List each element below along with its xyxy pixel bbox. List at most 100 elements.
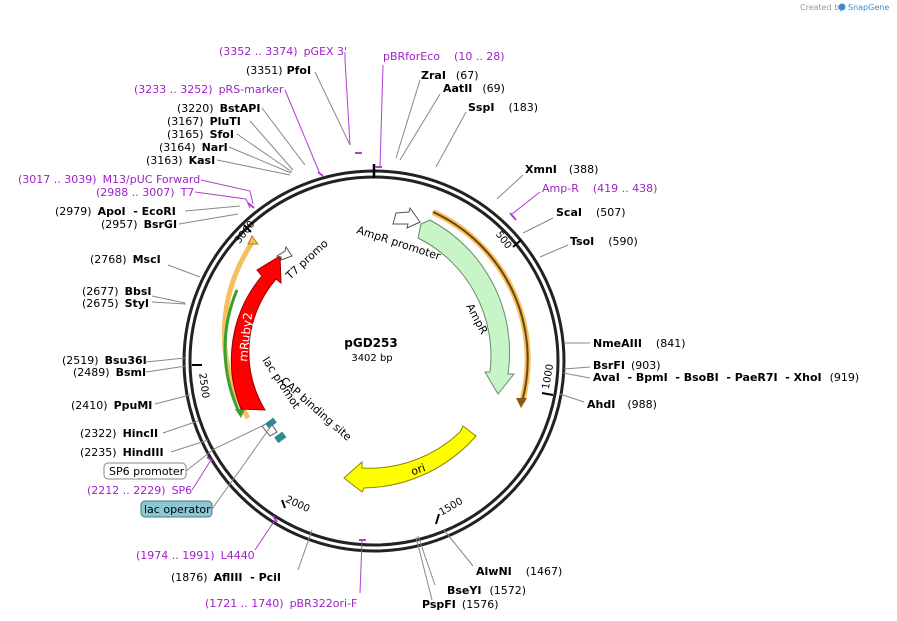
site-bsrfi: BsrFI(903) [593,359,661,372]
amp-r-arc-arrowhead [516,398,527,408]
site-bseyi: BseYI(1572) [447,584,526,597]
primer-t7: (2988 .. 3007)T7 [96,186,194,199]
leader-sp6-promoter [185,423,267,472]
primer-pbrforeco: pBRforEco(10 .. 28) [383,50,505,63]
primer-tick-m13 [247,202,255,209]
primer-pbr322ori-f: (1721 .. 1740)pBR322ori-F [205,597,357,610]
plasmid-length: 3402 bp [351,353,392,364]
tick-1000: 1000 [541,363,556,390]
site-bstapi: (3220)BstAPI [177,102,260,115]
ori-label: ori [409,461,427,478]
tick-2000-mark [281,499,286,509]
primer-pgex: (3352 .. 3374)pGEX 3' [219,45,347,58]
primer-prs-marker: (3233 .. 3252)pRS-marker [134,83,284,96]
leader-alwni [443,529,474,567]
site-pspfi: PspFI(1576) [422,598,498,611]
plasmid-name: pGD253 [344,336,397,350]
leader-sspi [435,111,467,168]
leader-kasi [216,159,291,176]
ori-feature-arrow [343,425,477,493]
leader-l4440 [254,519,276,551]
leader-ecori [184,205,241,212]
site-scai: ScaI(507) [556,206,626,219]
site-styi: (2675)StyI [82,297,149,310]
leader-hincii [162,420,199,434]
snapgene-brand: Created by SnapGene [800,3,889,12]
leader-sfoi [236,133,293,173]
site-avai-group: AvaI - BpmI - BsoBI - PaeR7I - XhoI(919) [593,371,859,384]
primer-sp6: (2212 .. 2229)SP6 [87,484,192,497]
leader-scai [522,217,554,234]
site-ppumi: (2410)PpuMI [71,399,152,412]
site-xmni: XmnI(388) [525,163,598,176]
leader-tsoi [539,244,569,258]
cap-binding-label: CAP binding site [278,374,354,443]
primer-tick-ampr [509,212,517,221]
amp-r-primer-arc-core [432,211,529,403]
leader-pluti [249,120,294,171]
t7-promoter-arrow [275,245,293,261]
site-hincii: (2322)HincII [80,427,158,440]
leader-prs [284,89,321,175]
tick-500-mark [512,239,522,248]
site-pluti: (3167)PluTI [167,115,241,128]
leader-msci [167,264,201,278]
leader-bsmi [145,365,187,373]
tick-1500: 1500 [437,496,465,518]
site-bbsi: (2677)BbsI [82,285,151,298]
green-primer-arrowhead [235,409,245,418]
lac-operator-label: lac operator [144,503,211,516]
site-pfoi: (3351)PfoI [246,64,311,77]
brand-name: SnapGene [848,3,889,12]
site-sfoi: (3165)SfoI [167,128,234,141]
leader-bbsi [151,295,186,304]
leader-lac-operator [211,425,272,510]
site-bsrgi: (2957)BsrGI [101,218,177,231]
leader-pspfi [415,536,433,601]
leader-pgex [344,52,351,146]
primer-amp-r: Amp-R(419 .. 438) [542,182,657,195]
primer-m13-puc-forward: (3017 .. 3039)M13/pUC Forward [18,173,200,186]
primer-l4440: (1974 .. 1991)L4440 [136,549,255,562]
leader-bsu36i [145,357,186,363]
leader-aatii [399,93,441,161]
leader-ampr [511,191,541,215]
leader-nari [228,146,292,174]
site-bsmi: (2489)BsmI [73,366,146,379]
cap-binding-site-box [274,431,287,444]
leader-ppumi [154,394,191,405]
site-bsu36i: (2519)Bsu36I [62,354,147,367]
mruby2-feature-arrow [230,255,282,411]
leader-styi [151,301,187,305]
lac-operator-box [265,417,277,429]
cap-binding-path-text: CAP binding site [278,374,354,443]
tick-2500: 2500 [196,372,210,399]
site-apoi-ecori: (2979)ApoI - EcoRI [55,205,176,218]
leader-lines [145,52,591,601]
sp6-promoter-label: SP6 promoter [109,465,185,478]
tick-1000-mark [541,392,554,396]
sp6-promoter-box [103,462,187,480]
green-primer-arc [223,289,242,415]
primer-labels: (3352 .. 3374)pGEX 3' pBRforEco(10 .. 28… [18,45,657,610]
site-tsoi: TsoI(590) [570,235,638,248]
site-ahdi: AhdI(988) [587,398,657,411]
tick-1500-mark [435,513,440,525]
site-nmeaiii: NmeAIII(841) [593,337,686,350]
site-afliii-pcii: (1876)AflIII - PciI [171,571,281,584]
leader-hindiii [170,439,209,453]
leader-zrai [395,79,421,159]
site-sspi: SspI(183) [468,101,538,114]
site-aatii: AatII(69) [443,82,505,95]
leader-bsrgi [178,213,239,225]
tick-3000-mark [243,224,252,233]
leader-bsrfi [563,366,591,370]
leader-t7 [194,191,251,209]
primer-site-ticks [206,152,517,541]
site-alwni: AlwNI(1467) [476,565,562,578]
primer-tick-prs [317,171,324,177]
restriction-sites: (3351)PfoI ZraI(67) AatII(69) SspI(183) … [55,64,859,611]
primer-arc-left-arrowhead [247,235,259,245]
brand-prefix: Created by [800,3,844,12]
